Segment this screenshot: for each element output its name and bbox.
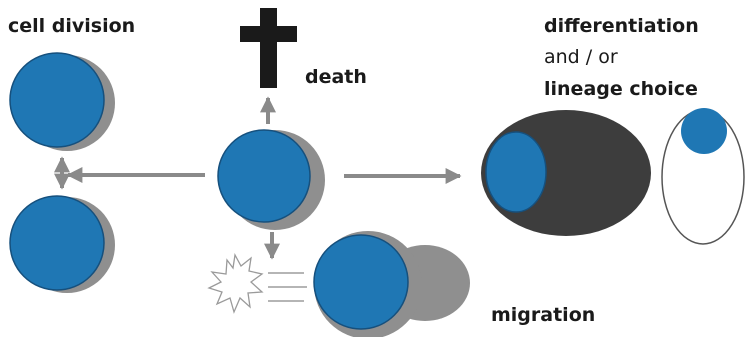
and-or-label: and / or — [544, 46, 618, 68]
migrating-cell — [314, 231, 470, 337]
death-label: death — [305, 66, 367, 88]
death-cross-icon — [240, 8, 297, 88]
differentiated-cell-light — [662, 108, 744, 244]
starburst-icon — [209, 255, 262, 312]
differentiated-cell-dark — [481, 110, 651, 236]
dividing-cell-bottom — [10, 196, 115, 293]
differentiation-label: differentiation — [544, 15, 699, 37]
central-cell — [218, 130, 325, 230]
motion-lines — [268, 273, 307, 301]
migration-label: migration — [491, 304, 595, 326]
dividing-cell-top — [10, 53, 115, 151]
cell-division-label: cell division — [8, 15, 135, 37]
lineage-choice-label: lineage choice — [544, 78, 698, 100]
